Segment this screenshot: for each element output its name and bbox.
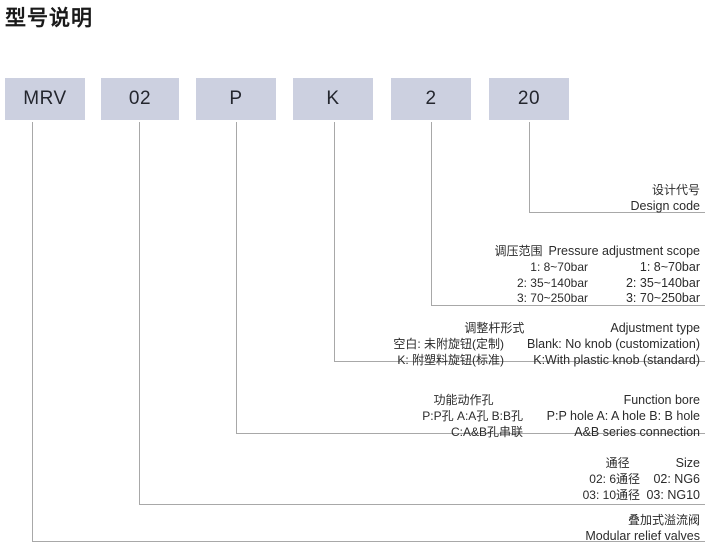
size-cn-1: 02: 6通径: [589, 472, 640, 486]
code-box-1: MRV: [5, 78, 85, 120]
pressure-scope-en-1: 1: 8~70bar: [639, 260, 700, 274]
pressure-scope-cn-3: 3: 70~250bar: [516, 291, 588, 305]
size-en-title: Size: [675, 456, 700, 470]
code-box-3: P: [196, 78, 276, 120]
code-box-4: K: [293, 78, 373, 120]
pressure-scope-row: 3: 70~250bar 3: 70~250bar: [438, 291, 700, 307]
size-en-2: 03: NG10: [646, 487, 700, 502]
product-type-cn: 叠加式溢流阀: [627, 513, 700, 527]
adjustment-type-cn-title: 调整杆形式: [464, 321, 525, 335]
design-code-cn: 设计代号: [651, 183, 700, 197]
adjustment-type-cn-1: 空白: 未附旋钮(定制): [393, 337, 504, 351]
function-bore-row: C:A&B孔串联 A&B series connection: [375, 425, 700, 441]
code-box-5: 2: [391, 78, 471, 120]
annotation-size: 通径 Size 02: 6通径 02: NG6 03: 10通径 03: NG1…: [560, 455, 700, 503]
annotation-pressure-scope: 调压范围 Pressure adjustment scope 1: 8~70ba…: [438, 243, 700, 307]
product-type-en: Modular relief valves: [585, 529, 700, 543]
pressure-scope-cn-title: 调压范围: [494, 244, 543, 258]
function-bore-en-2: A&B series connection: [574, 424, 700, 439]
pressure-scope-en-2: 2: 35~140bar: [625, 275, 700, 290]
function-bore-cn-2: C:A&B孔串联: [450, 424, 523, 439]
size-en-1: 02: NG6: [653, 472, 700, 486]
page-title: 型号说明: [5, 7, 93, 30]
code-box-2: 02: [101, 78, 179, 120]
adjustment-type-en-title: Adjustment type: [610, 321, 700, 335]
function-bore-cn-title: 功能动作孔: [433, 393, 494, 407]
annotation-design-code: 设计代号 Design code: [631, 182, 701, 214]
pressure-scope-en-title: Pressure adjustment scope: [548, 244, 700, 258]
size-cn-2: 03: 10通径: [582, 487, 640, 502]
function-bore-en-title: Function bore: [623, 393, 700, 407]
adjustment-type-cn-2: K: 附塑料旋钮(标准): [397, 352, 504, 367]
function-bore-row: P:P孔 A:A孔 B:B孔 P:P hole A: A hole B: B h…: [375, 409, 700, 425]
pressure-scope-en-3: 3: 70~250bar: [625, 291, 700, 305]
adjustment-type-en-2: K:With plastic knob (standard): [533, 352, 700, 367]
pressure-scope-cn-1: 1: 8~70bar: [530, 260, 588, 274]
leader-size: [139, 122, 705, 505]
annotation-product-type: 叠加式溢流阀 Modular relief valves: [585, 512, 700, 544]
design-code-en: Design code: [630, 199, 701, 213]
size-row: 02: 6通径 02: NG6: [560, 472, 700, 488]
adjustment-type-en-1: Blank: No knob (customization): [527, 337, 700, 351]
size-cn-title: 通径: [605, 456, 630, 470]
code-box-6: 20: [489, 78, 569, 120]
adjustment-type-heading: 调整杆形式 Adjustment type: [464, 320, 700, 337]
pressure-scope-row: 1: 8~70bar 1: 8~70bar: [438, 260, 700, 276]
function-bore-heading: 功能动作孔 Function bore: [434, 392, 700, 409]
pressure-scope-row: 2: 35~140bar 2: 35~140bar: [438, 276, 700, 292]
adjustment-type-row: K: 附塑料旋钮(标准) K:With plastic knob (standa…: [366, 353, 700, 369]
pressure-scope-cn-2: 2: 35~140bar: [516, 275, 588, 290]
size-heading: 通径 Size: [606, 455, 700, 472]
annotation-function-bore: 功能动作孔 Function bore P:P孔 A:A孔 B:B孔 P:P h…: [375, 392, 700, 440]
function-bore-cn-1: P:P孔 A:A孔 B:B孔: [422, 409, 523, 423]
size-row: 03: 10通径 03: NG10: [560, 488, 700, 504]
function-bore-en-1: P:P hole A: A hole B: B hole: [546, 409, 700, 423]
annotation-adjustment-type: 调整杆形式 Adjustment type 空白: 未附旋钮(定制) Blank…: [366, 320, 700, 368]
pressure-scope-heading: 调压范围 Pressure adjustment scope: [495, 243, 700, 260]
adjustment-type-row: 空白: 未附旋钮(定制) Blank: No knob (customizati…: [366, 337, 700, 353]
